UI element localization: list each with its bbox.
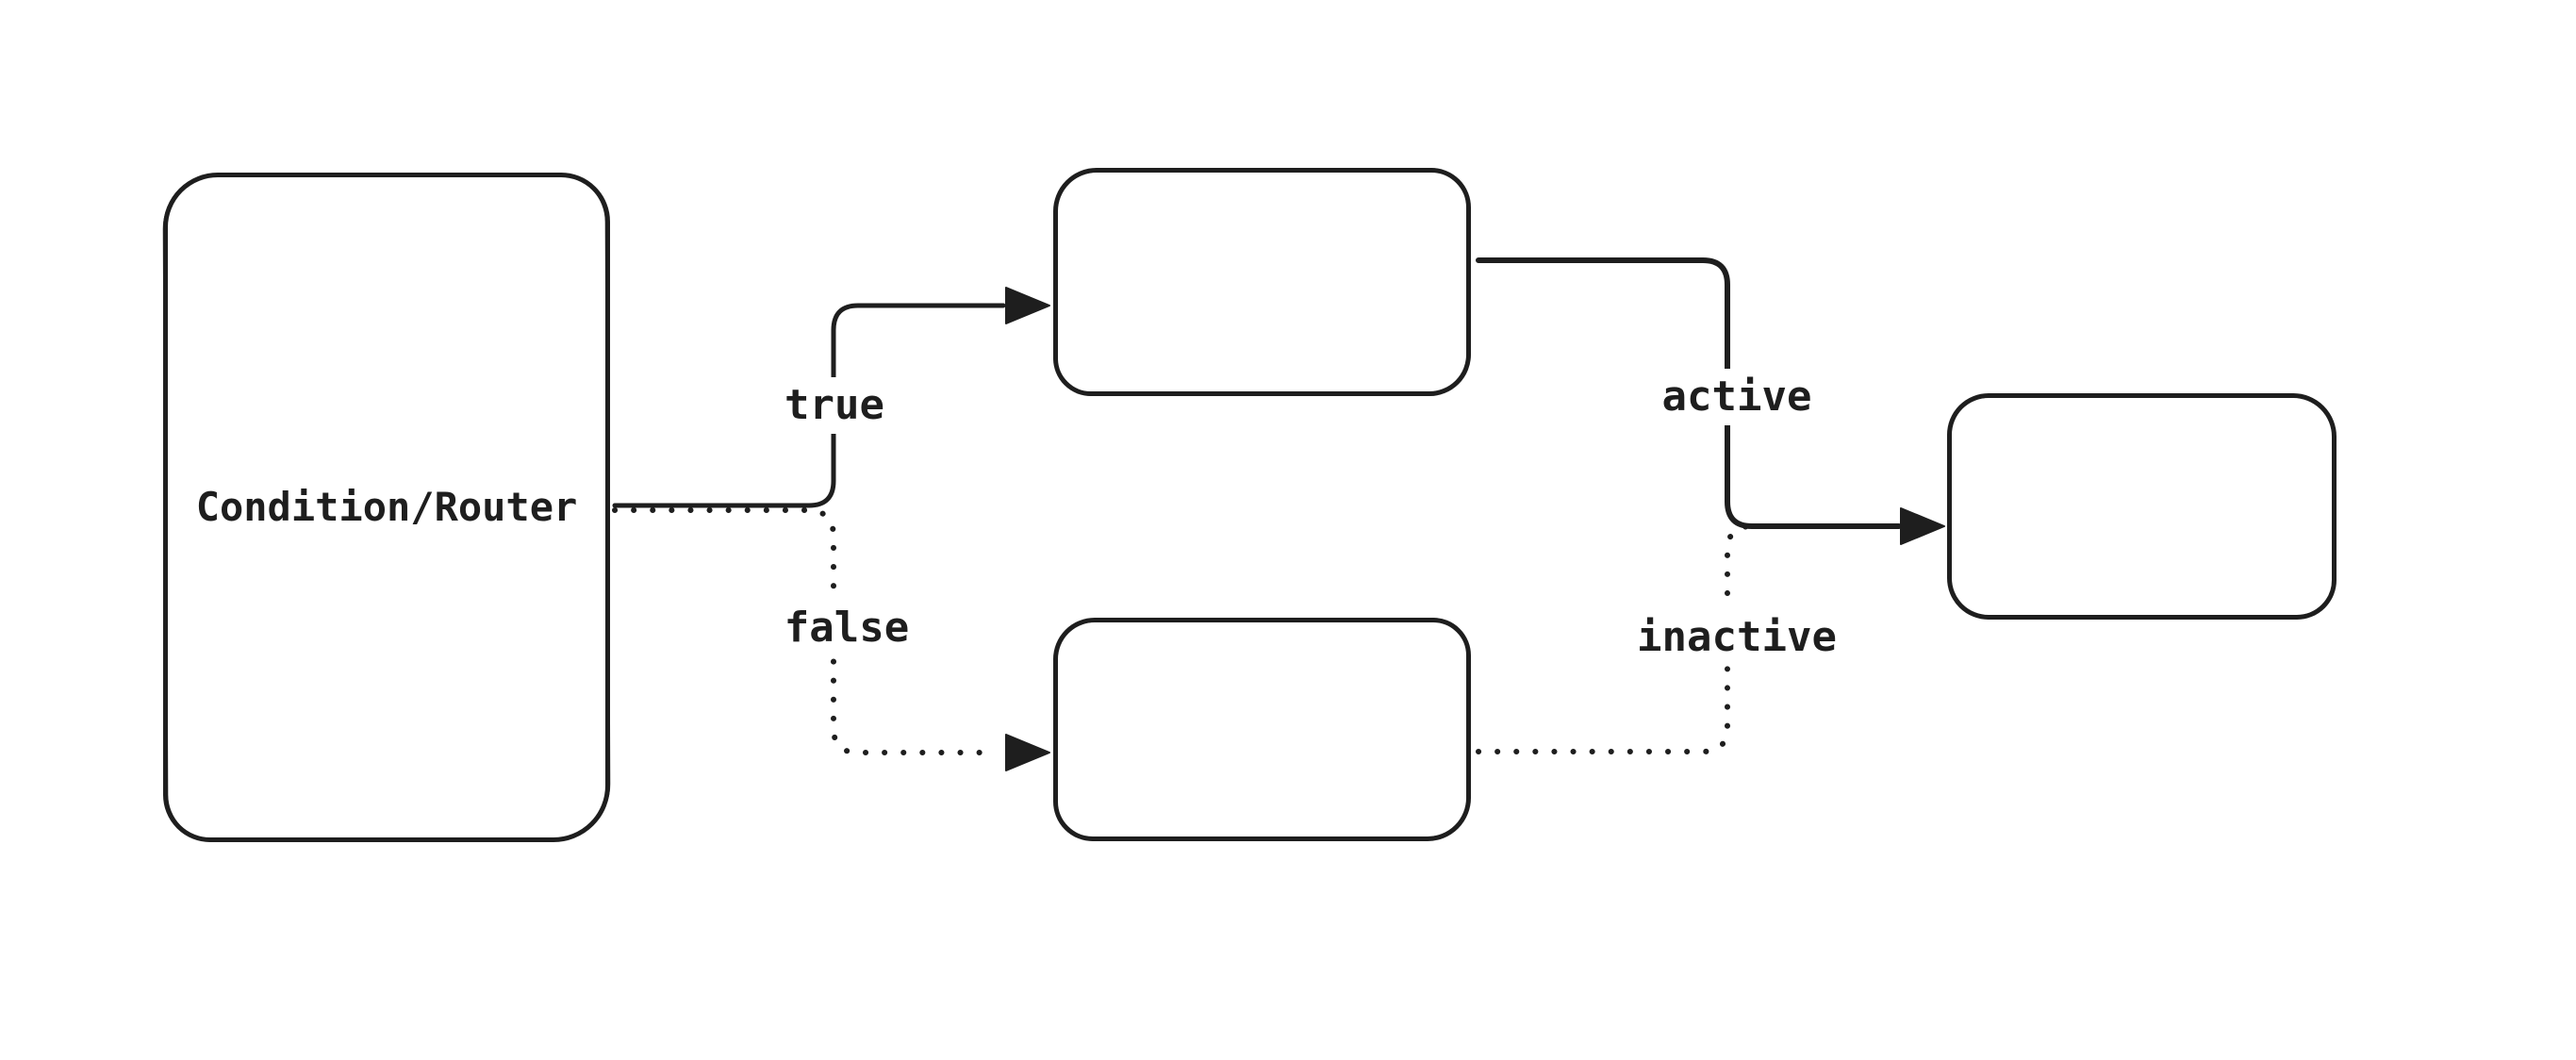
node-condition-router-label: Condition/Router [195,484,578,530]
edge-false-line [612,507,1000,755]
node-false-branch [1053,618,1471,841]
edge-label-true: true [775,377,894,434]
node-true-branch [1053,168,1471,396]
edge-label-false: false [774,600,919,656]
edge-label-inactive: inactive [1627,609,1846,666]
edge-label-active: active [1652,369,1822,425]
edge-merge-arrowhead [1900,507,1945,545]
edge-false-arrowhead [1005,734,1050,771]
edge-true-arrowhead [1005,287,1050,324]
node-merge-target [1947,393,2337,620]
node-condition-router: Condition/Router [163,173,610,842]
